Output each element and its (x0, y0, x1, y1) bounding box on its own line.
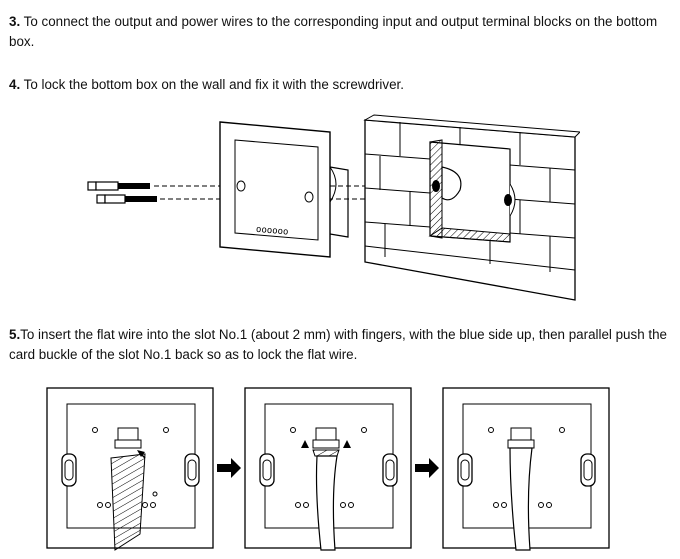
step-4-text: To lock the bottom box on the wall and f… (20, 77, 404, 92)
flat-wire-steps-illustration (46, 387, 610, 551)
step-5-text: To insert the flat wire into the slot No… (9, 327, 667, 362)
step-panel-3 (442, 387, 610, 551)
step-3-number: 3. (9, 14, 21, 29)
screw-lower (96, 194, 157, 204)
step-5-paragraph: 5.To insert the flat wire into the slot … (9, 325, 671, 365)
terminal-block-label: oooooo (256, 225, 289, 238)
step-panel-2 (244, 387, 412, 551)
step-4-number: 4. (9, 77, 21, 92)
bottom-box-plate: oooooo (219, 121, 349, 258)
step-panel-1 (46, 387, 214, 551)
brick-wall (363, 114, 580, 301)
wall-mount-illustration: oooooo (87, 114, 580, 301)
arrow-right-icon (415, 458, 439, 478)
step-4-paragraph: 4. To lock the bottom box on the wall an… (9, 75, 671, 95)
step-3-paragraph: 3. To connect the output and power wires… (9, 12, 671, 52)
step-5-number: 5. (9, 327, 21, 342)
screw-upper (87, 181, 150, 191)
arrow-right-icon (217, 458, 241, 478)
step-3-text: To connect the output and power wires to… (9, 14, 658, 49)
